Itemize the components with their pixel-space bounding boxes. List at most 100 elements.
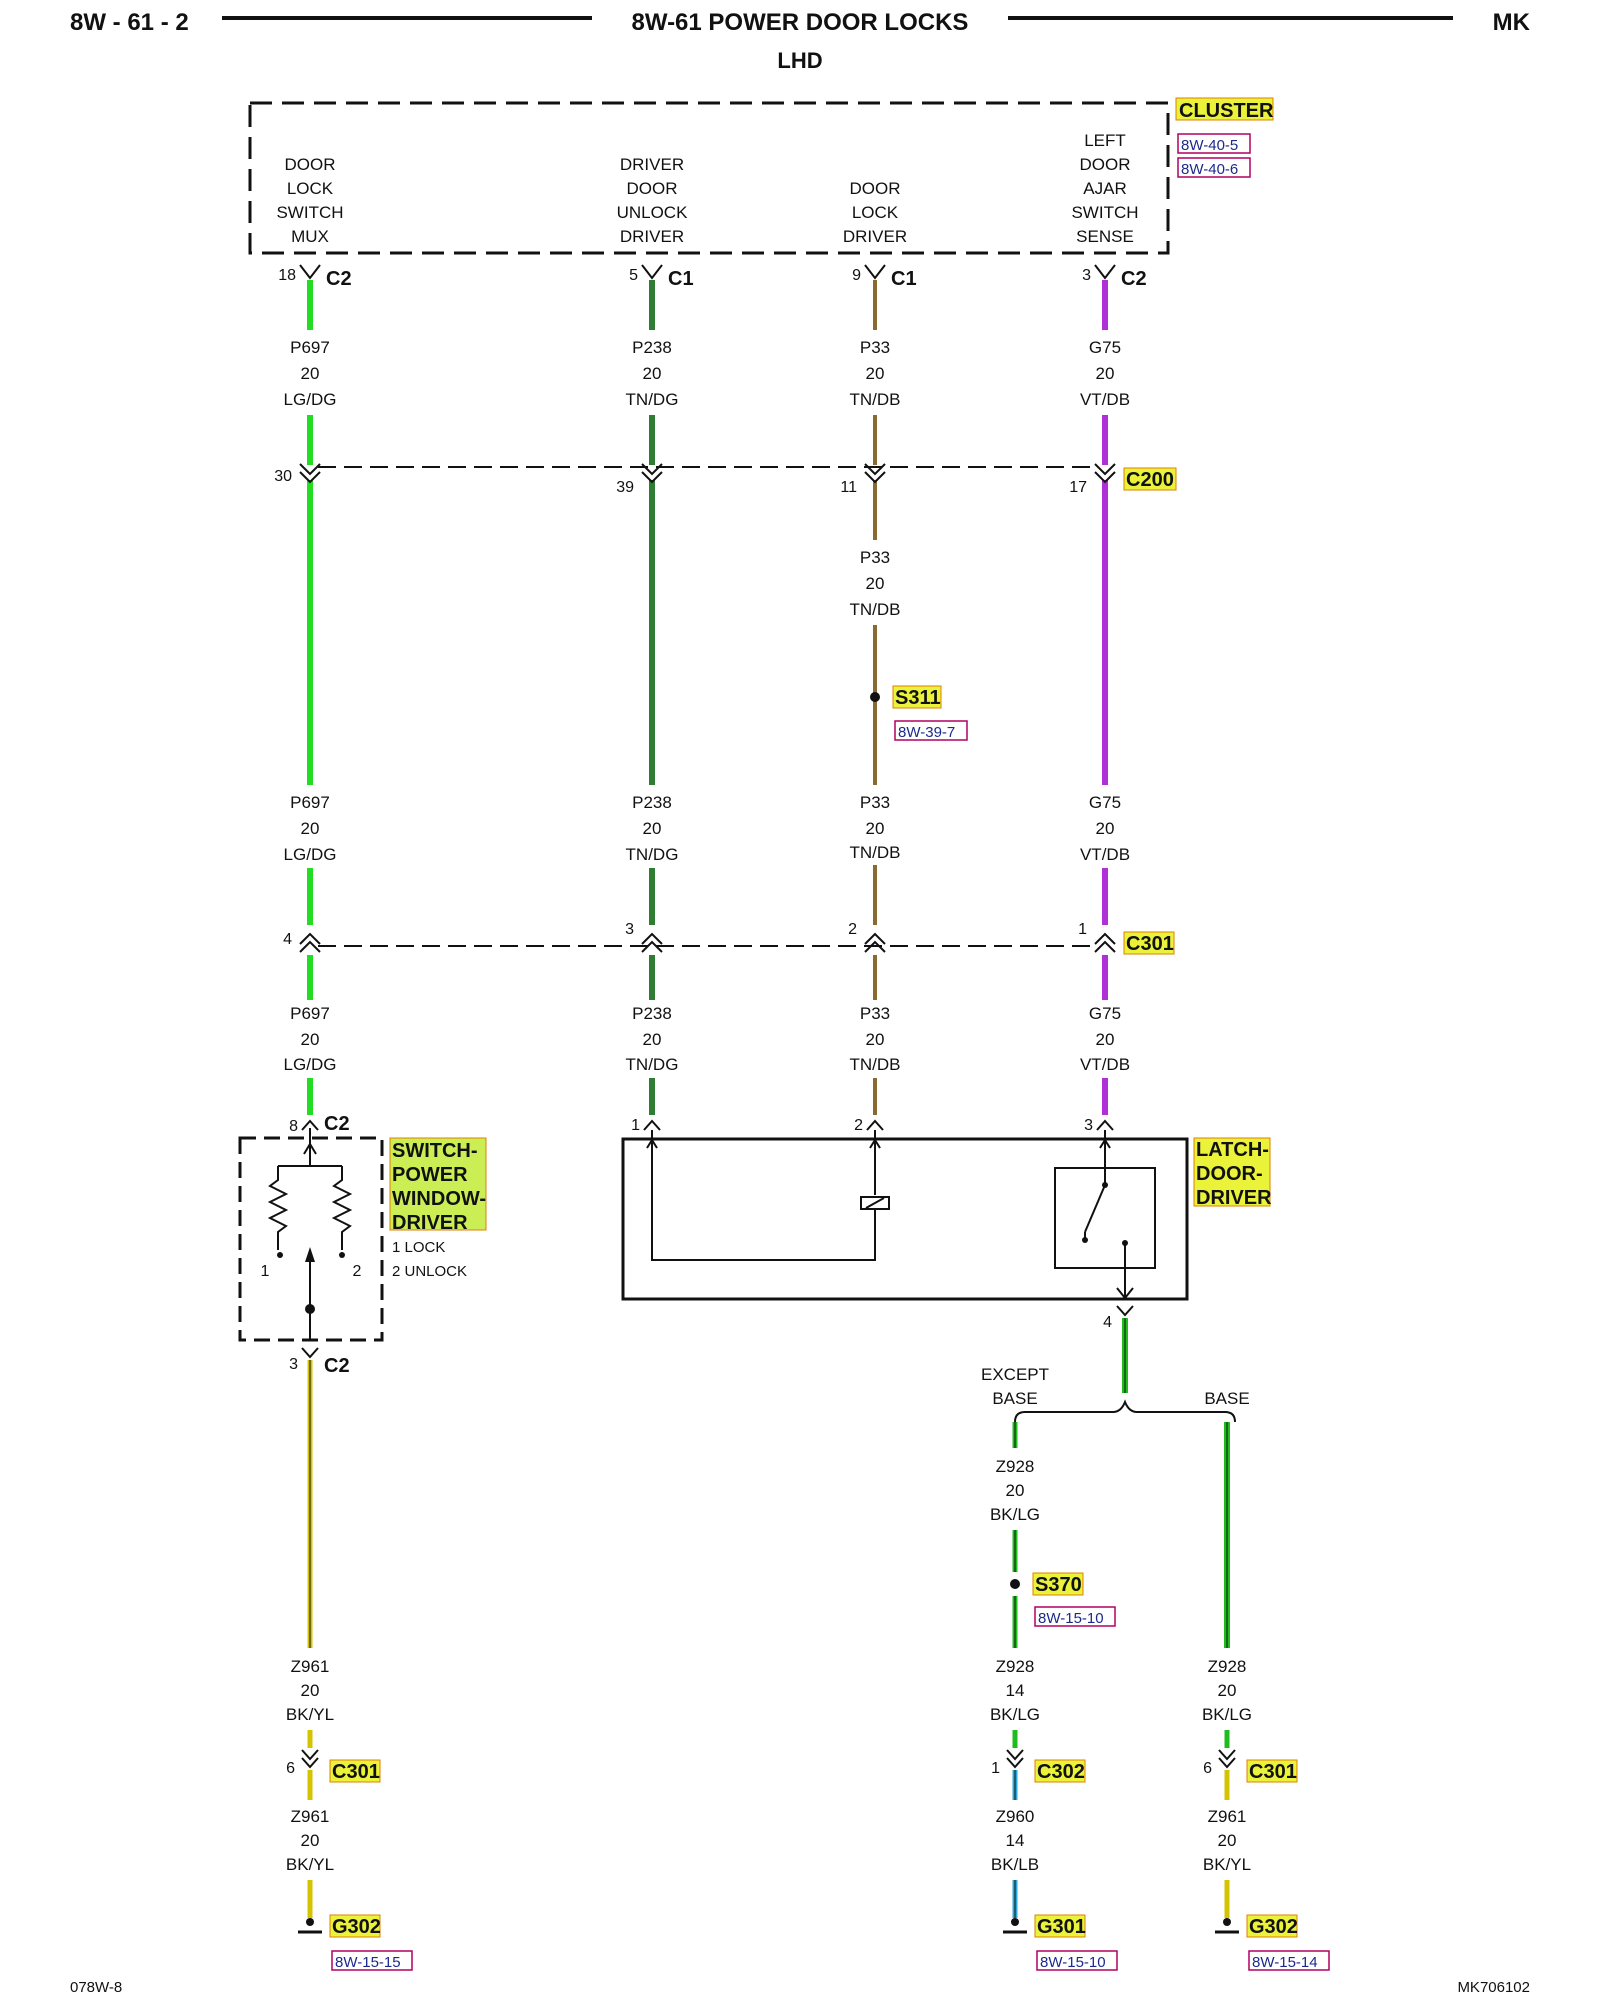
pin-label-line: DOOR: [850, 179, 901, 198]
vehicle-code: MK: [1493, 9, 1531, 36]
ground-right-highlight: [1246, 1914, 1298, 1938]
pin-label-line: LOCK: [287, 179, 334, 198]
svg-text:C2: C2: [1121, 268, 1147, 290]
svg-text:VT/DB: VT/DB: [1080, 1055, 1130, 1074]
lower-right-connector: C301: [1249, 1761, 1297, 1783]
wire-gauge: 20: [866, 364, 885, 383]
svg-text:P697: P697: [290, 1004, 330, 1023]
svg-text:P238: P238: [632, 1004, 672, 1023]
s370-highlight: [1032, 1572, 1084, 1596]
pin-label-line: SWITCH: [1071, 203, 1138, 222]
cluster-pin-18: 18 C2: [278, 264, 352, 290]
cluster-pin-3: 3 C2: [1082, 264, 1147, 290]
switch-wiper-icon: [305, 1247, 315, 1262]
switch-contact-1-label: 1: [261, 1263, 270, 1280]
svg-text:8: 8: [289, 1118, 298, 1135]
mid-top-labels: Z928 20 BK/LG: [990, 1457, 1040, 1524]
svg-text:2: 2: [848, 921, 857, 938]
switch-contact-2-label: 2: [353, 1263, 362, 1280]
pin-label-line: DOOR: [627, 179, 678, 198]
svg-text:14: 14: [1006, 1681, 1025, 1700]
svg-text:20: 20: [1096, 819, 1115, 838]
c301-upper-name: C301: [1126, 933, 1174, 955]
splice-s370-name: S370: [1035, 1574, 1082, 1596]
footer-right: MK706102: [1457, 1979, 1530, 1996]
svg-text:20: 20: [301, 819, 320, 838]
svg-text:20: 20: [866, 819, 885, 838]
p33-mid-labels: P33 20 TN/DB: [850, 548, 901, 619]
svg-text:20: 20: [866, 1030, 885, 1049]
splice-s370-ref[interactable]: 8W-15-10: [1038, 1610, 1104, 1627]
ground-right-ref[interactable]: 8W-15-14: [1252, 1954, 1318, 1971]
c200-name: C200: [1126, 469, 1174, 491]
cluster-pin-9: 9 C1: [852, 264, 917, 290]
ground-icon: [298, 1918, 322, 1934]
svg-text:Z961: Z961: [291, 1657, 330, 1676]
svg-text:20: 20: [866, 574, 885, 593]
wire-color: TN/DB: [850, 390, 901, 409]
lower-mid-connector: C302: [1037, 1761, 1085, 1783]
svg-text:BK/YL: BK/YL: [286, 1705, 334, 1724]
switch-name-highlight: [389, 1137, 487, 1231]
cluster-name: CLUSTER: [1179, 100, 1274, 122]
splice-s311-ref[interactable]: 8W-39-7: [898, 724, 955, 741]
switch-name-line: WINDOW-: [392, 1188, 486, 1210]
svg-text:20: 20: [643, 1030, 662, 1049]
svg-text:20: 20: [643, 819, 662, 838]
c301-upper-pins: [299, 932, 1116, 953]
cluster-ref-1[interactable]: 8W-40-5: [1181, 137, 1238, 154]
s370-ref-box[interactable]: [1034, 1606, 1116, 1627]
wire-circuit: G75: [1089, 338, 1121, 357]
latch-pins: [643, 1119, 1114, 1131]
svg-text:3: 3: [1084, 1117, 1093, 1134]
wire-color: VT/DB: [1080, 390, 1130, 409]
svg-text:20: 20: [1006, 1481, 1025, 1500]
ground-mid-ref[interactable]: 8W-15-10: [1040, 1954, 1106, 1971]
latch-switch-pivot: [1102, 1182, 1108, 1188]
wire-circuit: P238: [632, 338, 672, 357]
ground-mid-highlight: [1034, 1914, 1086, 1938]
latch-internals: [646, 1130, 1156, 1300]
lower-connector-pins: [301, 1749, 1236, 1769]
latch-name-line: DOOR-: [1196, 1163, 1263, 1185]
svg-text:P33: P33: [860, 548, 890, 567]
switch-name-line: SWITCH-: [392, 1140, 478, 1162]
svg-text:BK/LG: BK/LG: [1202, 1705, 1252, 1724]
lower-left-pin: 6: [286, 1760, 295, 1777]
switch-legend-lock: 1 LOCK: [392, 1239, 445, 1256]
svg-text:Z960: Z960: [996, 1807, 1035, 1826]
ground-left-ref-box[interactable]: [331, 1950, 413, 1971]
cluster-ref-1-box[interactable]: [1177, 133, 1251, 154]
latch-name-line: LATCH-: [1196, 1139, 1269, 1161]
c301-upper-pin-numbers: 4 3 2 1: [283, 921, 1087, 948]
cluster-ref-2[interactable]: 8W-40-6: [1181, 161, 1238, 178]
ground-right-ref-box[interactable]: [1248, 1950, 1330, 1971]
switch-contact-2: [339, 1252, 345, 1258]
svg-text:17: 17: [1069, 479, 1087, 496]
c200-highlight: [1123, 467, 1177, 491]
s311-ref-box[interactable]: [894, 720, 968, 741]
svg-text:P33: P33: [860, 1004, 890, 1023]
splice-s370-dot: [1010, 1579, 1020, 1589]
switch-in-pin: 8 C2: [289, 1113, 349, 1135]
svg-text:BK/YL: BK/YL: [286, 1855, 334, 1874]
svg-text:BK/LG: BK/LG: [990, 1505, 1040, 1524]
latch-switch-contact: [1122, 1240, 1128, 1246]
svg-text:2: 2: [854, 1117, 863, 1134]
splice-s311-dot: [870, 692, 880, 702]
svg-text:C1: C1: [891, 268, 917, 290]
ground-mid-ref-box[interactable]: [1036, 1950, 1118, 1971]
pin-label-line: DOOR: [285, 155, 336, 174]
switch-name-line: DRIVER: [392, 1212, 468, 1234]
wire-labels-row-2: P697 20 LG/DG P238 20 TN/DG P33 20 TN/DB…: [284, 793, 1130, 864]
lower-left-connector: C301: [332, 1761, 380, 1783]
cluster-ref-2-box[interactable]: [1177, 157, 1251, 178]
page-title: 8W-61 POWER DOOR LOCKS: [632, 9, 969, 36]
pin-label-line: DRIVER: [843, 227, 907, 246]
pin-label-line: UNLOCK: [617, 203, 689, 222]
svg-text:3: 3: [625, 921, 634, 938]
ground-left-ref[interactable]: 8W-15-15: [335, 1954, 401, 1971]
cluster-highlight: [1175, 97, 1274, 121]
lower-left-highlight: [329, 1759, 381, 1783]
